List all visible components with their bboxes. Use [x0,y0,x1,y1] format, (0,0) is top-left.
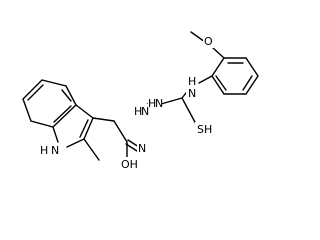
bond-c2-methyl [83,138,100,161]
methoxy-o-bg [203,34,214,48]
thione-s-bg [195,122,215,136]
bond-n2-c-imine-2 [125,143,138,152]
thioamide-nh-h-label: H [188,75,196,88]
bond-c-s [181,97,197,125]
indole-double-3 [61,89,72,102]
thioamide-nh-bg [186,76,198,100]
phenyl-double-2 [242,75,253,91]
hydrazide-n2-bg [134,104,148,118]
bond-ch2-c3 [92,117,115,122]
hydrazide-n1-label: N [155,97,163,110]
methoxy-oxygen-label: O [204,35,213,48]
imine-n-label: N [138,142,146,155]
indole-double-2 [27,84,44,101]
phenyl-double-3 [215,75,227,91]
bond-n1-c7a [52,126,59,143]
imine-n-bg [137,141,148,155]
bond-layer [22,31,259,161]
indole-nh-bg [39,143,63,157]
molecule-diagram: O H N H N H N SH N OH H N [22,31,259,171]
indole-double-1 [53,105,72,123]
indole-h-label: H [40,144,48,157]
molecule-structure: O H N H N H N SH N OH H N [22,31,259,171]
carbonyl-oh-label: OH [121,158,138,171]
bond-o-phenyl [212,47,225,59]
atom-labels: O H N H N H N SH N OH H N [39,34,215,171]
indole-n-label: N [51,144,59,157]
bond-methyl-o [190,31,206,43]
hydrazide-n1-h-label: H [148,97,156,110]
bond-c3-c2-double [79,119,89,138]
indole-benzene-ring [22,79,77,128]
hydrazide-n2-label: N [141,105,149,118]
bond-c3-c2 [83,117,94,140]
bond-phenyl-nh [198,75,213,84]
hydrazide-n1-bg [148,96,162,110]
bond-c2-n1 [66,138,85,148]
thione-sh-label: SH [197,123,212,136]
bond-c-n1 [160,97,183,105]
bond-c-ch2 [113,120,128,143]
carbonyl-oh-bg [119,157,139,171]
bond-c3-c3a [75,104,94,119]
hydrazide-n2-h-label: H [134,105,142,118]
thioamide-n-label: N [188,87,196,100]
